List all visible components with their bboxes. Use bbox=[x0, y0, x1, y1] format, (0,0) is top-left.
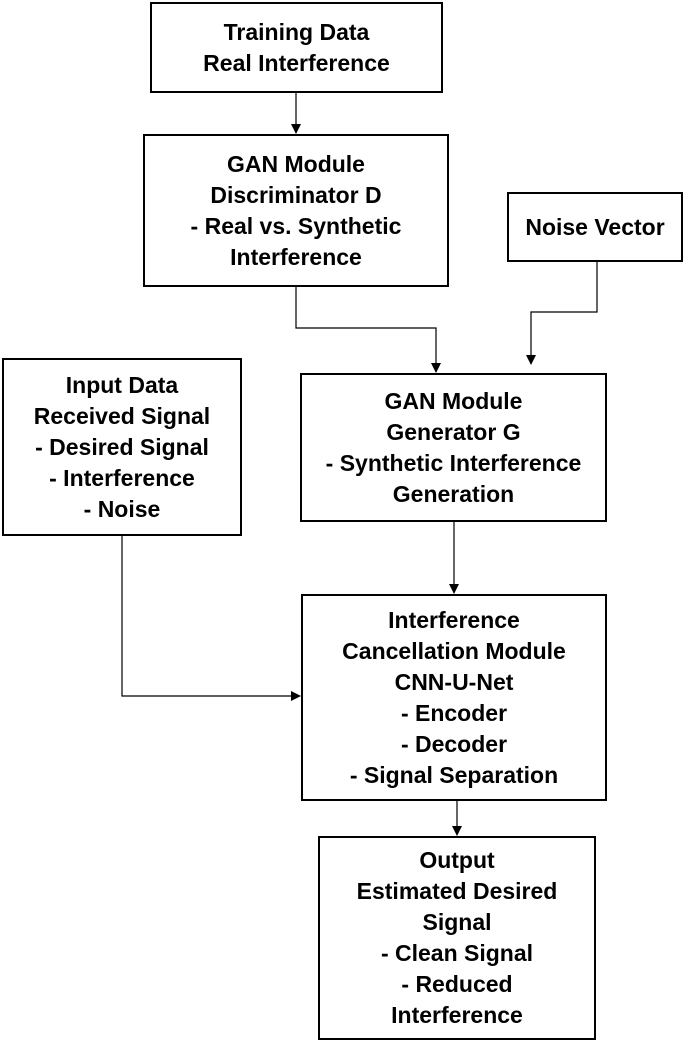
node-text-line: GAN Module bbox=[226, 150, 365, 177]
node-text-line: - Clean Signal bbox=[380, 940, 534, 966]
node-text-line: - Desired Signal bbox=[35, 433, 209, 460]
input-data-node: Input Data Received Signal - Desired Sig… bbox=[2, 358, 242, 536]
node-text-line: - Synthetic Interference bbox=[325, 449, 582, 476]
cancellation-module-node: Interference Cancellation Module CNN-U-N… bbox=[301, 594, 607, 801]
node-text-line: Discriminator D bbox=[210, 181, 382, 208]
node-text-line: Input Data bbox=[65, 371, 179, 398]
node-text-line: GAN Module bbox=[384, 387, 523, 414]
node-text-line: Signal bbox=[422, 909, 492, 935]
node-text-line: Generation bbox=[392, 480, 515, 507]
discriminator-node: GAN Module Discriminator D - Real vs. Sy… bbox=[143, 134, 449, 287]
node-text-line: Received Signal bbox=[33, 402, 211, 429]
generator-node: GAN Module Generator G - Synthetic Inter… bbox=[300, 373, 607, 522]
node-text-line: - Decoder bbox=[400, 730, 508, 757]
node-text-line: Interference bbox=[388, 606, 520, 633]
node-text-line: Noise Vector bbox=[525, 213, 665, 240]
noise-vector-node: Noise Vector bbox=[507, 192, 683, 262]
node-text-line: - Signal Separation bbox=[349, 761, 559, 788]
node-text-line: - Encoder bbox=[400, 699, 508, 726]
edge-noise-to-generator bbox=[526, 262, 598, 365]
node-text-line: - Noise bbox=[83, 495, 161, 522]
output-node: Output Estimated Desired Signal - Clean … bbox=[318, 836, 596, 1040]
node-text-line: Interference bbox=[391, 1002, 523, 1028]
node-text-line: Real Interference bbox=[203, 49, 390, 76]
edge-discriminator-to-generator bbox=[295, 287, 441, 373]
node-text-line: Training Data bbox=[223, 18, 370, 45]
training-data-node: Training Data Real Interference bbox=[150, 2, 443, 93]
node-text-line: - Interference bbox=[49, 464, 195, 491]
node-text-line: Output bbox=[419, 847, 495, 873]
node-text-line: Estimated Desired bbox=[356, 878, 558, 904]
node-text-line: CNN-U-Net bbox=[394, 668, 514, 695]
node-text-line: - Reduced bbox=[401, 971, 513, 997]
node-text-line: Interference bbox=[230, 243, 362, 270]
node-text-line: Generator G bbox=[386, 418, 521, 445]
node-text-line: - Real vs. Synthetic bbox=[190, 212, 402, 239]
node-text-line: Cancellation Module bbox=[342, 637, 566, 664]
edge-input-to-cancellation bbox=[121, 536, 301, 701]
